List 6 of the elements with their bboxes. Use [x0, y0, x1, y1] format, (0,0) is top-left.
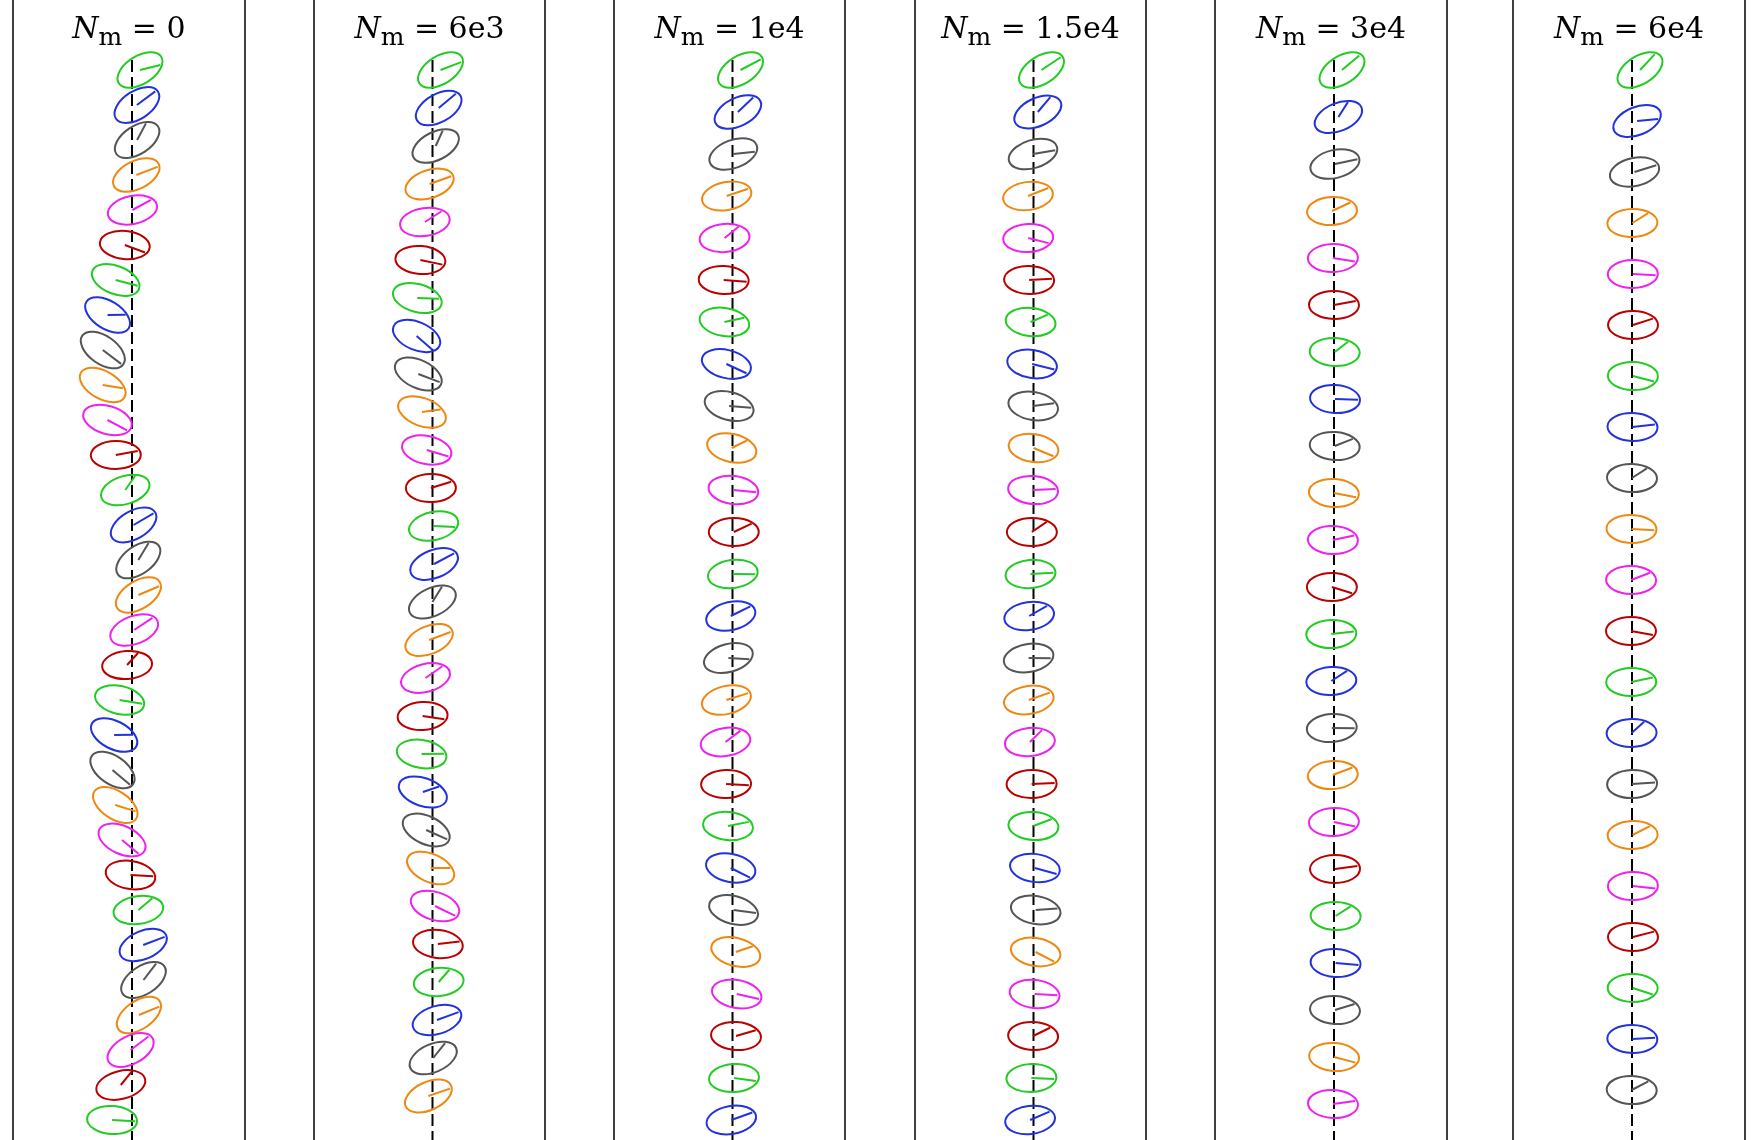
panel-title: N$_{m}$ = 1e4 [654, 10, 805, 51]
panel-title: N$_{m}$ = 6e4 [1553, 10, 1705, 51]
panel-title: N$_{m}$ = 6e3 [354, 10, 505, 51]
panel-title: N$_{m}$ = 3e4 [1255, 10, 1407, 51]
panel-title: N$_{m}$ = 0 [72, 10, 186, 51]
panel-title: N$_{m}$ = 1.5e4 [941, 10, 1120, 51]
